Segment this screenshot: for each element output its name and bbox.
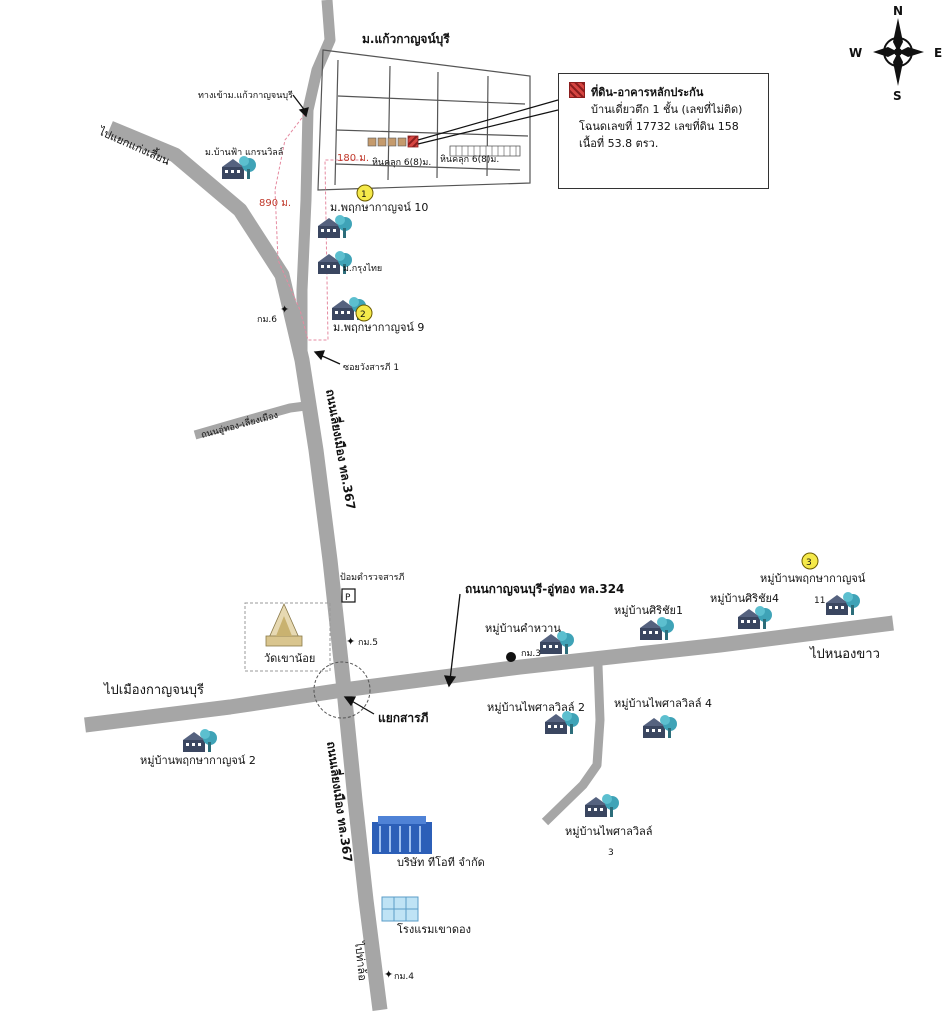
compass-rose: N S W E — [849, 4, 942, 103]
label-dist-180: 180 ม. — [337, 153, 369, 164]
police-box-icon: P — [341, 588, 356, 603]
property-swatch — [569, 82, 585, 98]
label-hin-2: หินคลุก 6(8)ม. — [440, 154, 499, 165]
label-to-thalo: ไปท่าล้อ — [352, 940, 369, 981]
label-to-kanchanaburi: ไปเมืองกาญจนบุรี — [103, 682, 204, 698]
road-paisarn — [541, 664, 605, 826]
label-village-top: ม.แก้วกาญจน์บุรี — [362, 32, 450, 47]
road-324 — [84, 615, 894, 733]
info-line-2: บ้านเดี่ยวตึก 1 ชั้น (เลขที่ไม่ติด) — [591, 103, 743, 116]
compass-e: E — [934, 46, 942, 60]
label-soi-wang: ซอยวังสารภี 1 — [343, 362, 399, 373]
label-to-nong-khao: ไปหนองขาว — [809, 646, 880, 662]
pointer-arrows — [292, 94, 461, 715]
label-siri-4: หมู่บ้านศิริชัย4 — [710, 592, 779, 605]
label-krungthai: ม.กรุงไทย — [343, 263, 382, 274]
road-uthong — [193, 400, 314, 440]
label-pruksa-9: ม.พฤกษากาญจน์ 9 — [333, 321, 424, 334]
label-wat: วัดเขาน้อย — [264, 652, 315, 665]
label-km3: กม.3 — [521, 649, 541, 659]
marker-3: 3 — [806, 558, 812, 568]
village-icon — [318, 215, 352, 238]
village-icon — [738, 606, 772, 629]
compass-n: N — [893, 4, 903, 18]
km-markers: ✦ ✦ ✦ — [280, 303, 516, 981]
marker-2: 2 — [360, 310, 366, 320]
hotel-building-icon — [381, 896, 419, 922]
road-north-top — [296, 0, 336, 360]
village-icon — [585, 794, 619, 817]
numbered-markers: 1 2 3 — [355, 184, 819, 570]
label-dist-890: 890 ม. — [259, 198, 291, 209]
km3-dot — [506, 652, 516, 662]
label-entrance: ทางเข้าม.แก้วกาญจนบุรี — [198, 90, 293, 101]
svg-text:✦: ✦ — [346, 635, 355, 648]
intersection-circle — [313, 661, 371, 719]
svg-text:✦: ✦ — [384, 968, 393, 981]
label-kamwan: หมู่บ้านคำหวาน — [485, 622, 561, 635]
village-icons — [183, 156, 860, 817]
village-icon — [222, 156, 256, 179]
village-icon — [183, 729, 217, 752]
label-km6: กม.6 — [257, 315, 277, 325]
label-pruksa-2: หมู่บ้านพฤกษากาญจน์ 2 — [140, 754, 256, 767]
label-police: ป้อมตำรวจสารภี — [340, 572, 404, 583]
village-icon — [643, 715, 677, 738]
label-hotel: โรงแรมเขาดอง — [397, 922, 471, 936]
label-vil-pruksa-kan: หมู่บ้านพฤกษากาญจน์ — [760, 572, 866, 585]
plot-houses — [367, 135, 521, 157]
label-paisarn-4: หมู่บ้านไพศาลวิลล์ 4 — [614, 697, 712, 710]
village-icon — [545, 711, 579, 734]
info-line-4: เนื้อที่ 53.8 ตรว. — [579, 137, 659, 150]
svg-text:P: P — [345, 593, 351, 603]
info-line-3: โฉนดเลขที่ 17732 เลขที่ดิน 158 — [579, 120, 739, 133]
village-block — [317, 49, 559, 191]
compass-w: W — [849, 46, 862, 60]
compass-s: S — [893, 89, 902, 103]
label-paisarn-2: หมู่บ้านไพศาลวิลล์ 2 — [487, 701, 585, 714]
label-km5: กม.5 — [358, 638, 378, 648]
label-pruksa-10: ม.พฤกษากาญจน์ 10 — [330, 201, 428, 214]
wat-landmark — [244, 602, 331, 672]
label-siri-1: หมู่บ้านศิริชัย1 — [614, 604, 683, 617]
label-hin-1: หินคลุก 6(8)ม. — [372, 157, 431, 168]
label-vil-pruksa-kan-num: 11 — [814, 596, 825, 606]
label-tiot: บริษัท ทีโอที จำกัด — [397, 855, 485, 869]
svg-text:✦: ✦ — [280, 303, 289, 316]
subject-property-marker — [407, 135, 419, 148]
marker-1: 1 — [361, 190, 367, 200]
label-km4: กม.4 — [394, 972, 414, 982]
label-road-uthong: ถนนอู่ทอง-เลี่ยงเมือง — [199, 408, 279, 441]
village-icon — [826, 592, 860, 615]
tot-building-icon — [372, 816, 432, 854]
property-info-box: ที่ดิน-อาคารหลักประกัน บ้านเดี่ยวตึก 1 ช… — [558, 73, 769, 189]
label-road-324: ถนนกาญจนบุรี-อู่ทอง ทล.324 — [465, 582, 624, 597]
village-icon — [640, 617, 674, 640]
road-bypass-367 — [107, 121, 388, 1011]
info-line-1: ที่ดิน-อาคารหลักประกัน — [591, 86, 704, 99]
label-ban-fa: ม.บ้านฟ้า แกรนวิลล์ — [205, 146, 283, 158]
label-paisarn-3: หมู่บ้านไพศาลวิลล์ — [565, 825, 653, 838]
label-paisarn-3-num: 3 — [608, 848, 614, 858]
label-intersection: แยกสารภี — [378, 711, 429, 725]
